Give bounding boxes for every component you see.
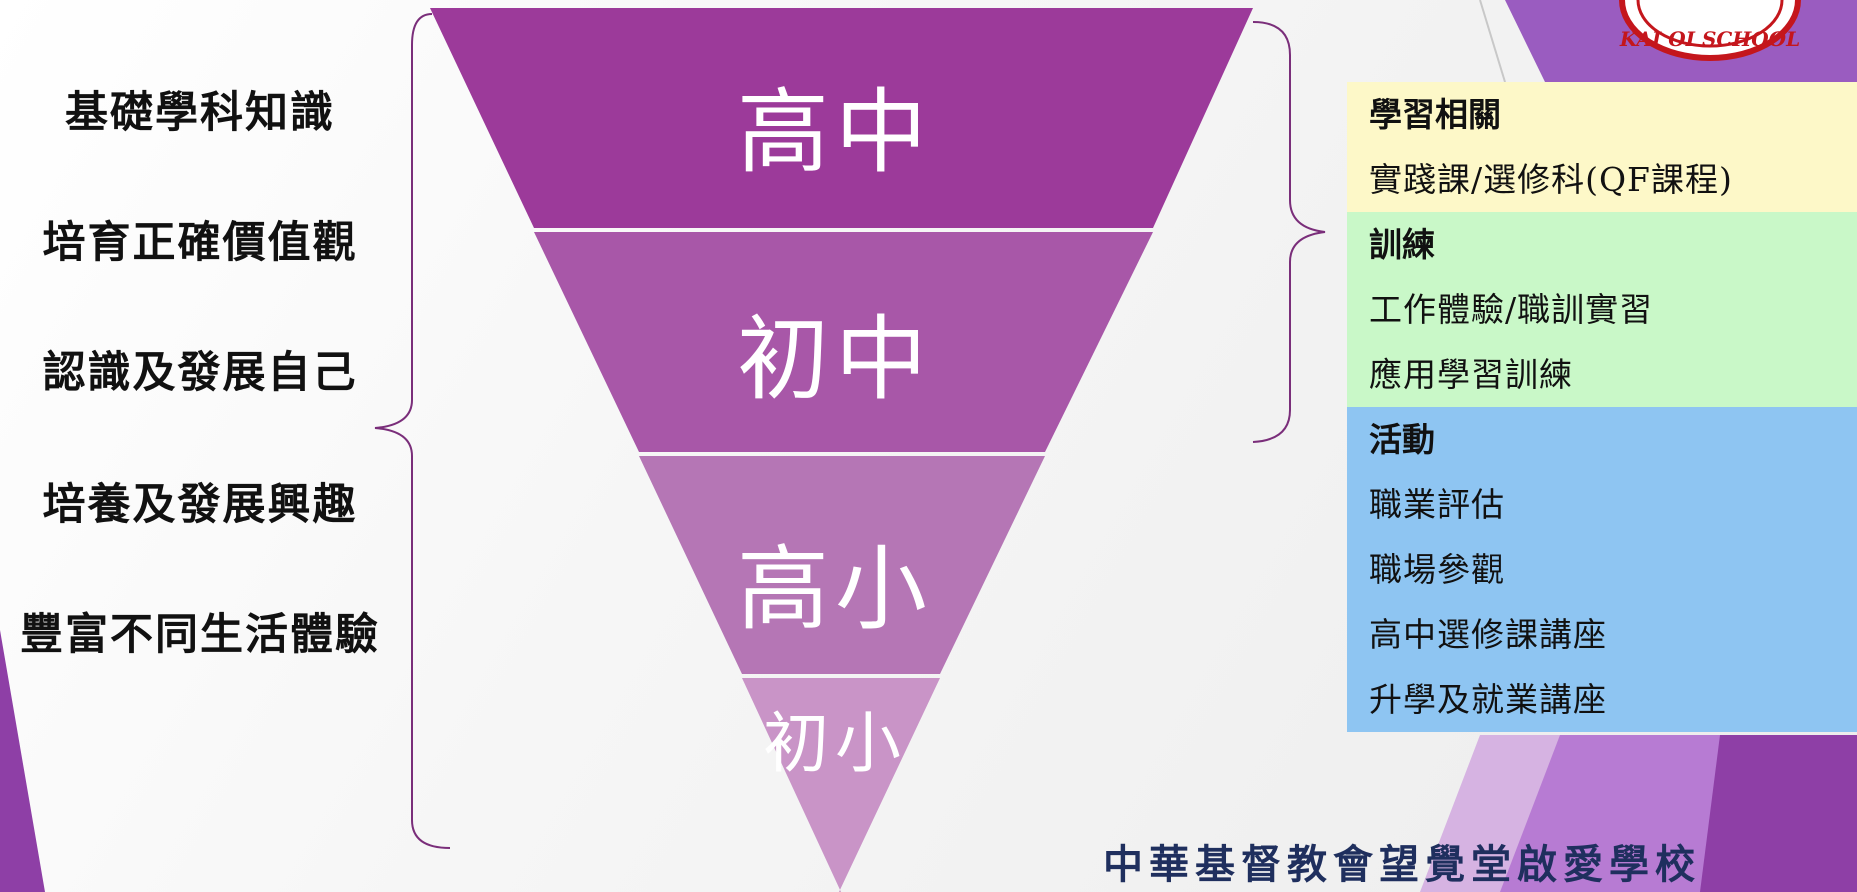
category-item: 應用學習訓練 [1369, 355, 1573, 394]
category-title: 活動 [1369, 420, 1435, 459]
logo-inner-ring [1636, 0, 1784, 48]
level-label-senior-secondary: 高中 [736, 79, 933, 186]
left-brace [374, 13, 451, 849]
category-item: 職場參觀 [1369, 550, 1505, 589]
category-training: 訓練 工作體驗/職訓實習 應用學習訓練 [1347, 212, 1857, 407]
level-label-upper-primary: 高小 [736, 536, 933, 643]
goal-item: 培育正確價值觀 [42, 218, 358, 268]
activity-category-table: 學習相關 實踐課/選修科(QF課程) 訓練 工作體驗/職訓實習 應用學習訓練 活… [1347, 82, 1857, 732]
funnel-band-lower-primary [742, 678, 940, 892]
goal-item: 認識及發展自己 [42, 348, 358, 398]
funnel-band-senior-secondary [430, 8, 1253, 228]
school-logo: KAI OI SCHOOL [1619, 0, 1801, 61]
category-item: 工作體驗/職訓實習 [1369, 290, 1654, 329]
level-label-lower-primary: 初小 [763, 705, 907, 782]
level-label-junior-secondary: 初中 [736, 306, 933, 413]
school-name: 中華基督教會望覺堂啟愛學校 [1103, 842, 1701, 888]
funnel-band-upper-primary [639, 456, 1045, 674]
category-item: 高中選修課講座 [1369, 615, 1607, 654]
goal-item: 基礎學科知識 [65, 88, 335, 138]
logo-text: KAI OI SCHOOL [1619, 27, 1800, 51]
category-title: 學習相關 [1369, 95, 1501, 134]
category-learning: 學習相關 實踐課/選修科(QF課程) [1347, 82, 1857, 212]
development-goals-list: 基礎學科知識 培育正確價值觀 認識及發展自己 培養及發展興趣 豐富不同生活體驗 [0, 0, 400, 892]
category-item: 實踐課/選修科(QF課程) [1369, 160, 1733, 199]
funnel-band-junior-secondary [534, 232, 1153, 452]
goal-item: 培養及發展興趣 [42, 480, 358, 530]
bottom-right-dark-wedge [1700, 735, 1857, 892]
left-purple-wedge [0, 630, 45, 892]
decor-line [1479, 0, 1506, 83]
logo-seal [1619, 0, 1801, 61]
category-item: 升學及就業講座 [1369, 680, 1607, 719]
right-brace [1252, 21, 1326, 443]
category-item: 職業評估 [1369, 485, 1505, 524]
goal-item: 豐富不同生活體驗 [20, 610, 380, 660]
category-title: 訓練 [1369, 225, 1435, 264]
category-activities: 活動 職業評估 職場參觀 高中選修課講座 升學及就業講座 [1347, 407, 1857, 732]
